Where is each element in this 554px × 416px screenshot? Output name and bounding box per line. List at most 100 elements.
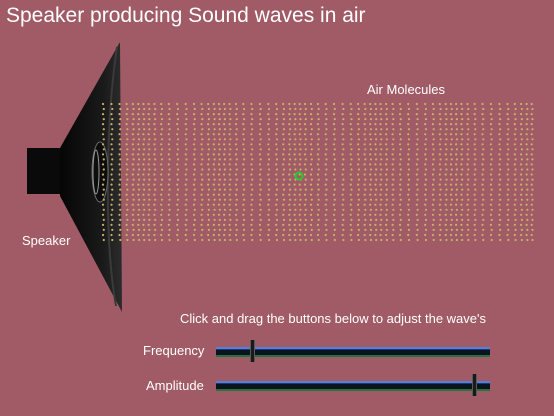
air-molecule bbox=[333, 158, 336, 161]
air-molecule bbox=[228, 213, 231, 216]
air-molecule bbox=[167, 133, 170, 136]
air-molecule bbox=[424, 218, 428, 221]
air-molecule bbox=[460, 163, 463, 166]
air-molecule bbox=[119, 158, 122, 161]
air-molecule bbox=[407, 213, 410, 216]
air-molecule bbox=[490, 218, 493, 221]
air-molecule bbox=[481, 233, 484, 237]
air-molecule bbox=[288, 113, 291, 116]
air-molecule bbox=[357, 198, 360, 201]
frequency-slider-track[interactable] bbox=[216, 340, 490, 362]
air-molecule bbox=[148, 178, 151, 181]
air-molecule bbox=[184, 113, 187, 116]
air-molecule bbox=[439, 208, 442, 211]
air-molecule bbox=[153, 233, 156, 237]
air-molecule bbox=[481, 143, 484, 146]
air-molecule bbox=[369, 203, 372, 206]
air-molecule bbox=[111, 188, 114, 191]
frequency-slider-thumb[interactable] bbox=[249, 340, 255, 362]
air-molecule bbox=[455, 193, 458, 196]
air-molecule bbox=[325, 218, 328, 221]
air-molecule bbox=[258, 133, 261, 136]
air-molecule bbox=[490, 228, 493, 231]
air-molecule bbox=[309, 143, 313, 146]
air-molecule bbox=[310, 228, 313, 231]
air-molecule bbox=[489, 183, 492, 186]
air-molecule bbox=[110, 173, 113, 176]
air-molecule bbox=[317, 178, 320, 181]
air-molecule bbox=[304, 107, 307, 111]
air-molecule bbox=[288, 173, 291, 176]
air-molecule bbox=[250, 213, 253, 216]
air-molecule bbox=[148, 128, 151, 131]
air-molecule bbox=[499, 218, 502, 221]
air-molecule bbox=[474, 208, 477, 211]
air-molecule bbox=[392, 138, 395, 141]
air-molecule bbox=[385, 113, 388, 116]
air-molecule bbox=[223, 123, 226, 126]
air-molecule bbox=[341, 233, 344, 237]
air-molecule bbox=[176, 223, 179, 226]
air-molecule bbox=[325, 148, 328, 151]
air-molecule bbox=[398, 123, 402, 126]
air-molecule bbox=[167, 113, 170, 116]
air-molecule bbox=[369, 158, 373, 161]
air-molecule bbox=[449, 193, 453, 196]
air-molecule bbox=[424, 163, 427, 166]
air-molecule bbox=[332, 153, 336, 156]
air-molecule bbox=[399, 218, 402, 221]
air-molecule bbox=[251, 208, 254, 211]
air-molecule bbox=[369, 138, 373, 141]
air-molecule bbox=[176, 163, 179, 166]
air-molecule bbox=[223, 148, 226, 151]
air-molecule bbox=[154, 148, 157, 151]
air-molecule bbox=[342, 208, 345, 211]
air-molecule bbox=[102, 148, 105, 151]
air-molecule bbox=[234, 183, 238, 186]
air-molecule bbox=[380, 188, 383, 191]
air-molecule bbox=[223, 168, 226, 171]
air-molecule bbox=[218, 198, 221, 201]
air-molecule bbox=[282, 113, 285, 116]
air-molecule bbox=[498, 153, 501, 156]
air-molecule bbox=[153, 223, 156, 226]
air-molecule bbox=[507, 188, 510, 191]
air-molecule bbox=[125, 183, 128, 186]
air-molecule bbox=[363, 153, 366, 156]
air-molecule bbox=[110, 102, 113, 106]
air-molecule bbox=[218, 228, 221, 231]
air-molecule bbox=[234, 173, 238, 176]
air-molecule bbox=[481, 102, 484, 106]
air-molecule bbox=[391, 203, 394, 206]
air-molecule bbox=[303, 183, 307, 186]
air-molecule bbox=[385, 102, 388, 106]
air-molecule bbox=[168, 168, 171, 171]
air-molecule bbox=[407, 238, 411, 242]
air-molecule bbox=[474, 238, 477, 242]
air-molecule bbox=[110, 193, 113, 196]
air-molecule bbox=[444, 163, 447, 166]
air-molecule bbox=[530, 102, 533, 106]
air-molecule bbox=[192, 213, 196, 216]
air-molecule bbox=[310, 238, 313, 242]
air-molecule bbox=[299, 218, 302, 221]
air-molecule bbox=[275, 158, 279, 161]
air-molecule bbox=[431, 233, 434, 237]
amplitude-slider-track[interactable] bbox=[216, 374, 490, 396]
air-molecule bbox=[207, 203, 210, 206]
air-molecule bbox=[407, 183, 410, 186]
air-molecule bbox=[299, 228, 302, 231]
air-molecule bbox=[467, 158, 470, 161]
air-molecule bbox=[131, 203, 134, 206]
air-molecule bbox=[385, 213, 388, 216]
air-molecule bbox=[184, 233, 187, 237]
air-molecule bbox=[111, 138, 114, 141]
air-molecule bbox=[374, 143, 377, 146]
air-molecule bbox=[407, 102, 410, 106]
amplitude-slider-thumb[interactable] bbox=[471, 374, 477, 396]
air-molecule bbox=[293, 193, 296, 196]
air-molecule bbox=[520, 113, 523, 116]
air-molecule bbox=[317, 158, 320, 161]
air-molecule bbox=[148, 118, 151, 121]
air-molecule bbox=[310, 138, 313, 141]
